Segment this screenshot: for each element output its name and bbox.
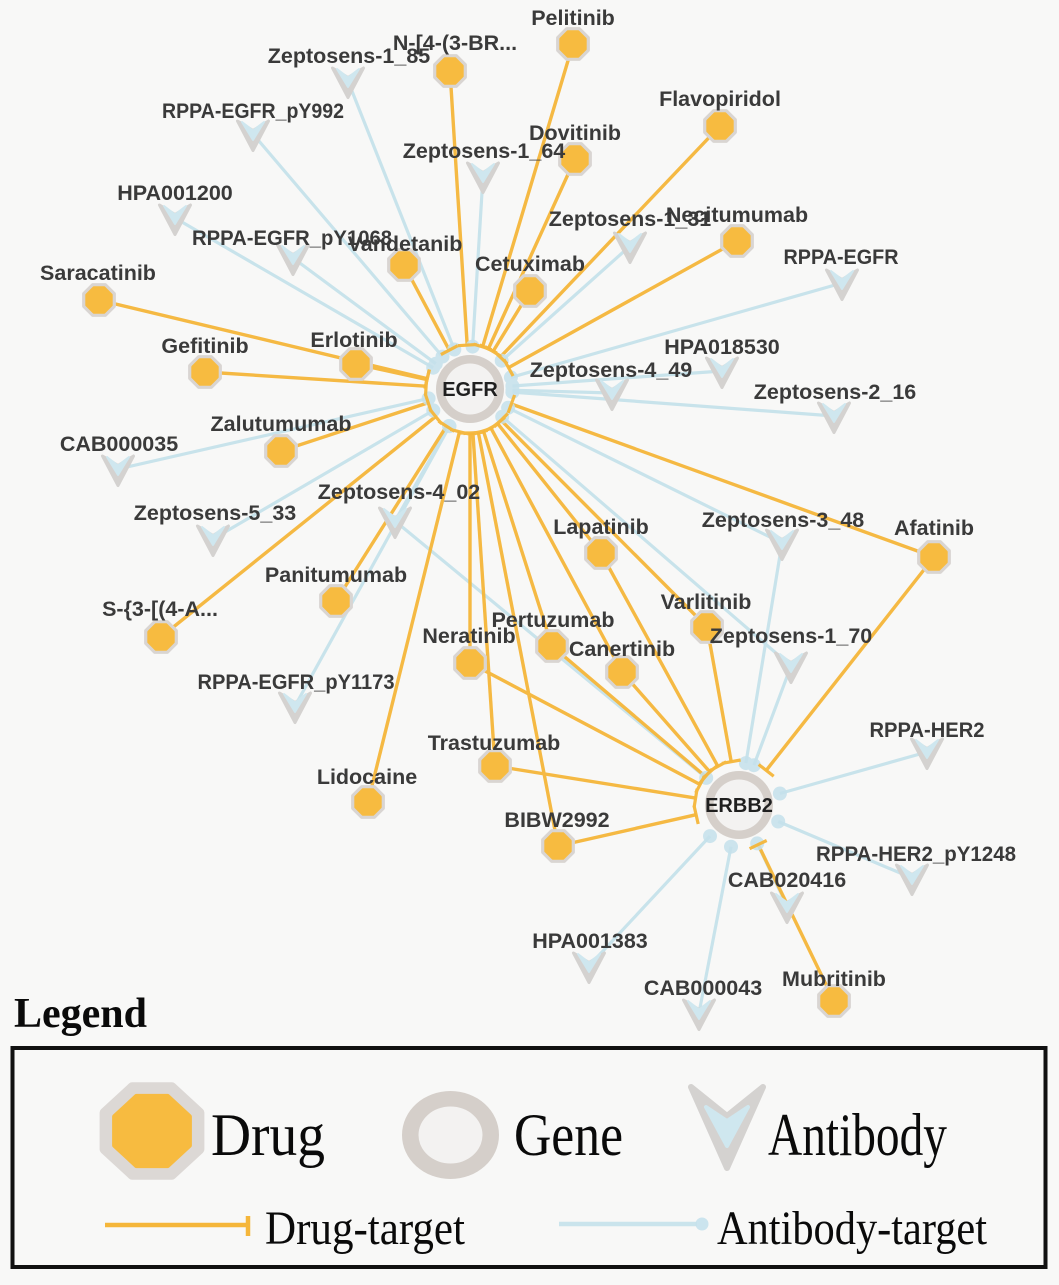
svg-text:RPPA-EGFR_pY1068: RPPA-EGFR_pY1068 xyxy=(192,226,392,250)
svg-text:Afatinib: Afatinib xyxy=(894,516,974,540)
svg-text:Zeptosens-1_64: Zeptosens-1_64 xyxy=(403,139,566,163)
svg-text:Dovitinib: Dovitinib xyxy=(529,121,621,145)
svg-text:Lapatinib: Lapatinib xyxy=(553,515,649,539)
svg-text:Vandetanib: Vandetanib xyxy=(348,232,463,256)
svg-text:Antibody-target: Antibody-target xyxy=(717,1202,988,1255)
svg-text:Cetuximab: Cetuximab xyxy=(475,252,585,276)
svg-text:Flavopiridol: Flavopiridol xyxy=(659,87,781,111)
svg-text:RPPA-HER2: RPPA-HER2 xyxy=(870,718,985,742)
svg-text:RPPA-EGFR: RPPA-EGFR xyxy=(784,245,899,269)
svg-text:RPPA-EGFR_pY992: RPPA-EGFR_pY992 xyxy=(162,99,344,123)
svg-text:CAB000043: CAB000043 xyxy=(644,976,762,1000)
svg-text:HPA001200: HPA001200 xyxy=(117,181,233,205)
svg-text:Neratinib: Neratinib xyxy=(422,624,515,648)
svg-text:Zalutumumab: Zalutumumab xyxy=(211,412,352,436)
svg-text:Gefitinib: Gefitinib xyxy=(161,334,248,358)
svg-text:CAB020416: CAB020416 xyxy=(728,868,846,892)
svg-text:HPA001383: HPA001383 xyxy=(532,929,648,953)
svg-text:Drug: Drug xyxy=(211,1102,325,1168)
svg-text:BIBW2992: BIBW2992 xyxy=(504,808,609,832)
svg-text:Panitumumab: Panitumumab xyxy=(265,563,407,587)
svg-text:Zeptosens-1_85: Zeptosens-1_85 xyxy=(268,44,431,68)
svg-text:Legend: Legend xyxy=(14,991,147,1037)
svg-text:Varlitinib: Varlitinib xyxy=(661,590,752,614)
svg-text:EGFR: EGFR xyxy=(442,379,498,401)
svg-text:Antibody: Antibody xyxy=(768,1102,947,1168)
svg-text:Trastuzumab: Trastuzumab xyxy=(428,731,561,755)
svg-text:Necitumumab: Necitumumab xyxy=(666,203,808,227)
svg-text:Mubritinib: Mubritinib xyxy=(782,967,886,991)
svg-text:RPPA-EGFR_pY1173: RPPA-EGFR_pY1173 xyxy=(198,670,395,694)
svg-text:Pertuzumab: Pertuzumab xyxy=(491,608,614,632)
svg-text:Gene: Gene xyxy=(514,1102,623,1168)
svg-text:Zeptosens-3_48: Zeptosens-3_48 xyxy=(702,508,865,532)
svg-text:Erlotinib: Erlotinib xyxy=(310,328,397,352)
svg-text:Zeptosens-1_31: Zeptosens-1_31 xyxy=(549,207,712,231)
svg-text:HPA018530: HPA018530 xyxy=(664,335,780,359)
svg-text:CAB000035: CAB000035 xyxy=(60,432,178,456)
svg-text:Lidocaine: Lidocaine xyxy=(317,765,417,789)
svg-text:Zeptosens-4_49: Zeptosens-4_49 xyxy=(530,358,693,382)
svg-text:Saracatinib: Saracatinib xyxy=(40,261,156,285)
svg-text:Zeptosens-2_16: Zeptosens-2_16 xyxy=(754,380,917,404)
svg-text:RPPA-HER2_pY1248: RPPA-HER2_pY1248 xyxy=(816,842,1016,866)
svg-text:Pelitinib: Pelitinib xyxy=(531,6,615,30)
svg-text:Zeptosens-5_33: Zeptosens-5_33 xyxy=(134,501,297,525)
svg-text:Zeptosens-4_02: Zeptosens-4_02 xyxy=(318,480,481,504)
svg-text:Drug-target: Drug-target xyxy=(265,1202,466,1255)
svg-text:Canertinib: Canertinib xyxy=(569,637,675,661)
svg-text:N-[4-(3-BR...: N-[4-(3-BR... xyxy=(393,31,517,55)
svg-text:S-{3-[(4-A...: S-{3-[(4-A... xyxy=(102,597,218,621)
svg-text:ERBB2: ERBB2 xyxy=(705,795,773,817)
svg-text:Zeptosens-1_70: Zeptosens-1_70 xyxy=(710,624,873,648)
